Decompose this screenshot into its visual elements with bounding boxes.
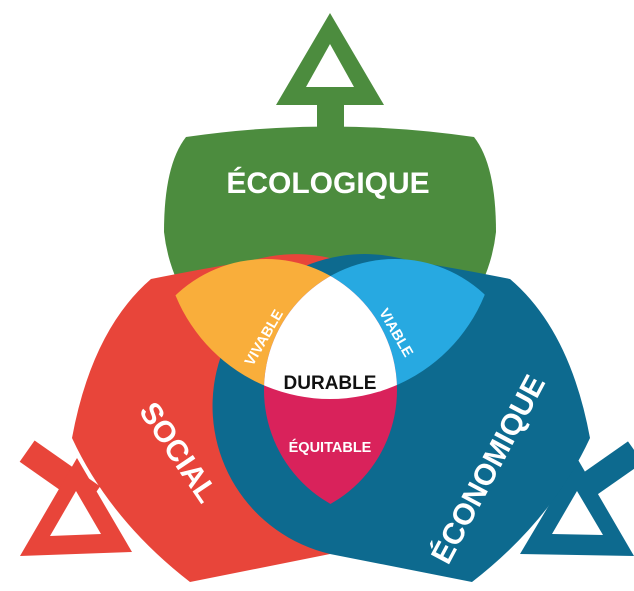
durable-label: DURABLE bbox=[284, 373, 377, 394]
ecologique-triangle-hole bbox=[306, 44, 354, 87]
ecologique-label: ÉCOLOGIQUE bbox=[226, 166, 429, 200]
social-triangle-hole bbox=[50, 491, 101, 536]
economique-triangle-hole bbox=[552, 491, 603, 535]
equitable-label: ÉQUITABLE bbox=[289, 439, 372, 456]
